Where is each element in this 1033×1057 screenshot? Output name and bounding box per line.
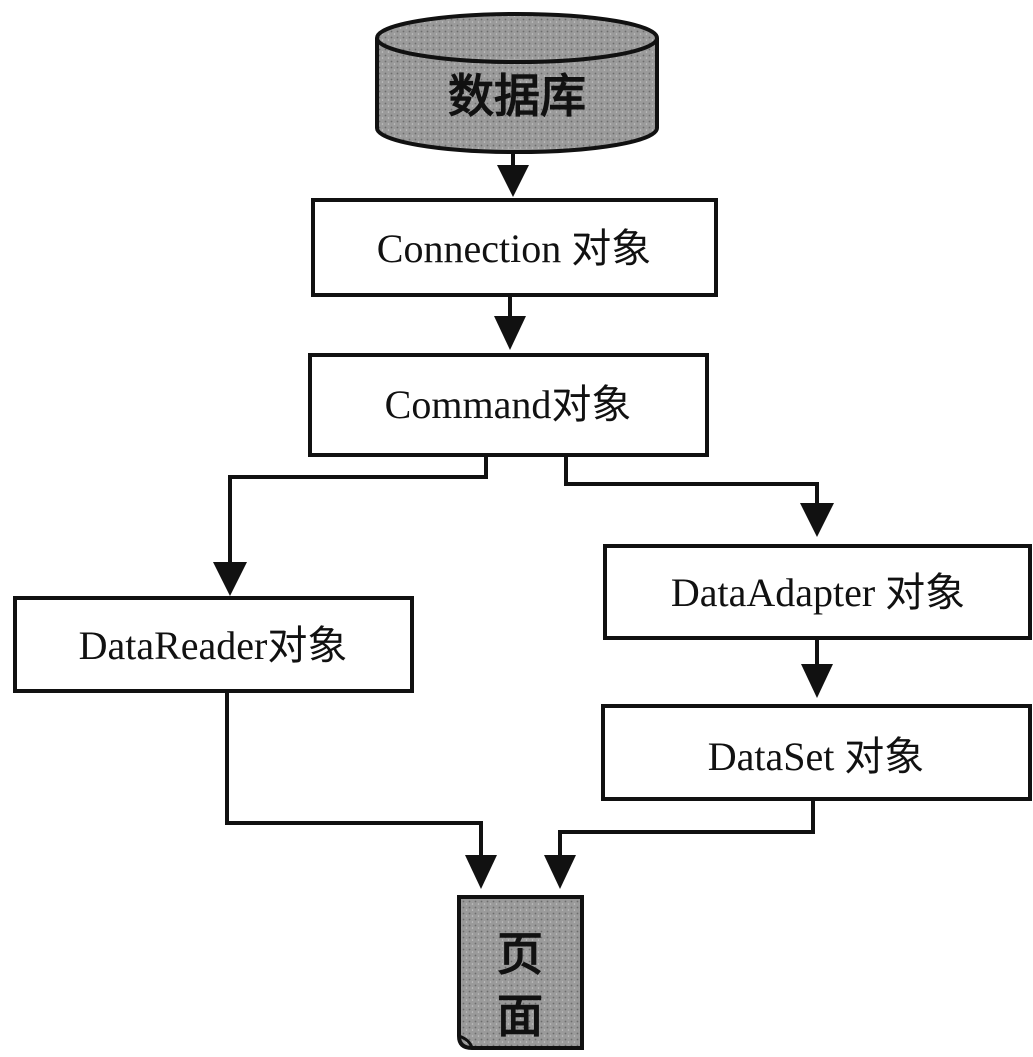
database-node: 数据库 (375, 12, 659, 154)
command-label: Command对象 (385, 382, 632, 427)
arrow-command-to-datareader (213, 455, 488, 596)
page-label-line2: 面 (497, 989, 543, 1043)
arrow-dataset-to-page (544, 799, 815, 889)
dataset-label: DataSet 对象 (708, 734, 925, 779)
dataadapter-label: DataAdapter 对象 (671, 570, 965, 615)
connection-label: Connection 对象 (377, 226, 651, 271)
page-label-line1: 页 (497, 927, 543, 981)
arrow-dataadapter-to-dataset (801, 638, 833, 698)
arrow-datareader-to-page (225, 691, 497, 889)
page-node: 页 面 (457, 895, 584, 1050)
arrow-command-to-dataadapter (564, 455, 834, 537)
dataadapter-node: DataAdapter 对象 (603, 544, 1032, 640)
arrow-database-to-connection (497, 152, 529, 197)
datareader-label: DataReader对象 (79, 623, 348, 668)
connection-node: Connection 对象 (311, 198, 718, 297)
dataset-node: DataSet 对象 (601, 704, 1032, 801)
command-node: Command对象 (308, 353, 709, 457)
database-label: 数据库 (448, 69, 586, 123)
arrow-connection-to-command (494, 295, 526, 350)
datareader-node: DataReader对象 (13, 596, 414, 693)
